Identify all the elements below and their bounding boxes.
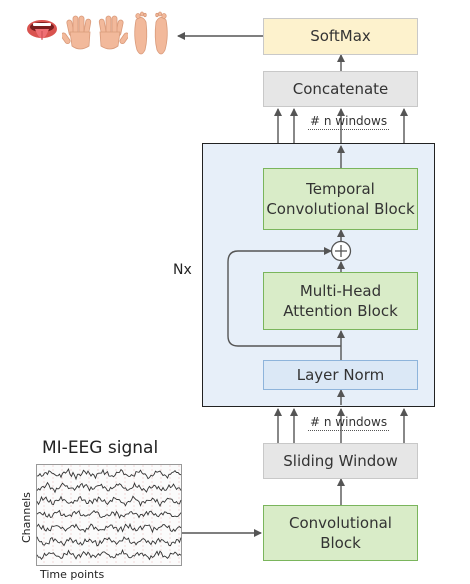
softmax-label: SoftMax — [310, 27, 371, 46]
eeg-trace — [36, 481, 182, 494]
feet-icon — [134, 11, 168, 55]
sliding-window-block: Sliding Window — [263, 443, 418, 479]
temporal-conv-label-line2: Convolutional Block — [266, 200, 415, 218]
temporal-conv-label-line1: Temporal — [306, 179, 375, 198]
repeat-label: Nx — [173, 262, 192, 278]
conv-label-line1: Convolutional — [289, 513, 392, 532]
sliding-window-label: Sliding Window — [283, 451, 398, 470]
layer-norm-block: Layer Norm — [263, 360, 418, 390]
concatenate-label: Concatenate — [292, 79, 389, 98]
multi-head-attention-block: Multi-Head Attention Block — [263, 272, 418, 330]
n-windows-label-bottom: # n windows — [308, 415, 390, 431]
eeg-trace — [36, 468, 182, 481]
tongue-icon — [27, 20, 57, 40]
eeg-trace — [36, 522, 182, 534]
conv-label-line2: Block — [320, 534, 361, 552]
softmax-block: SoftMax — [263, 18, 418, 55]
add-node — [330, 240, 352, 262]
concatenate-block: Concatenate — [263, 71, 418, 107]
attention-label-line2: Attention Block — [283, 302, 398, 320]
eeg-signal-plot — [36, 464, 182, 566]
left-hand-icon — [62, 15, 92, 50]
eeg-trace — [36, 548, 182, 561]
eeg-trace — [36, 509, 182, 520]
temporal-conv-block: Temporal Convolutional Block — [263, 168, 418, 230]
eeg-trace — [36, 495, 182, 508]
layer-norm-label: Layer Norm — [296, 365, 385, 384]
eeg-trace — [36, 536, 182, 547]
residual-connection — [227, 247, 341, 347]
eeg-signal-title: MI-EEG signal — [42, 438, 159, 458]
n-windows-label-top: # n windows — [308, 114, 390, 130]
eeg-x-axis-label: Time points — [40, 568, 105, 581]
attention-label-line1: Multi-Head — [299, 281, 382, 300]
convolutional-block: Convolutional Block — [263, 505, 418, 561]
right-hand-icon — [98, 15, 128, 50]
eeg-y-axis-label: Channels — [20, 492, 33, 543]
